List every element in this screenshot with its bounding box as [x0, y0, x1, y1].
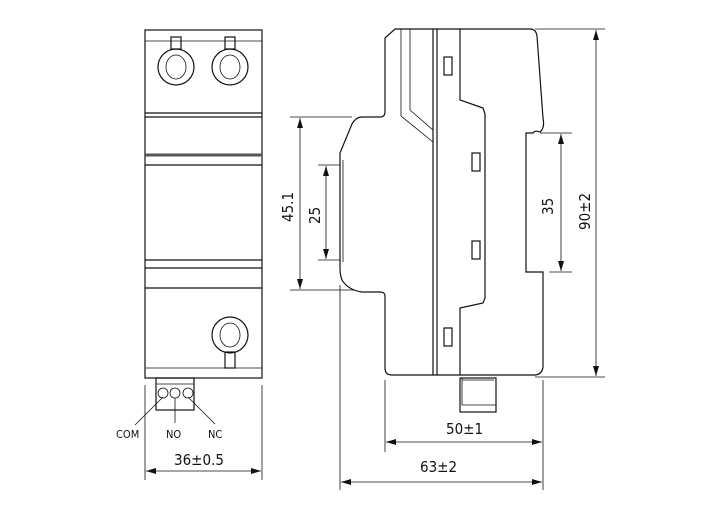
side-body-outline [339, 28, 545, 376]
side-view: 45.1 25 35 90±2 50±1 63±2 [279, 28, 605, 490]
screw-terminal-bottom [211, 316, 249, 369]
signal-connector [134, 377, 216, 426]
vent-slot [471, 240, 481, 260]
dim-clip-inner-label: 25 [306, 207, 324, 224]
dim-rail-label: 35 [539, 198, 557, 215]
screw-terminal-top-left [157, 36, 195, 86]
front-view: COM NO NC 36±0.5 [116, 29, 263, 480]
dim-height-label: 90±2 [576, 193, 594, 230]
vent-slot [443, 327, 453, 347]
dim-overall-depth-label: 63±2 [420, 458, 457, 476]
dim-clip-height-label: 45.1 [279, 192, 297, 222]
front-body [144, 29, 263, 379]
vent-slot [443, 56, 453, 76]
screw-terminal-top-right [211, 36, 249, 86]
label-com: COM [116, 428, 139, 441]
din-release-clip [459, 377, 497, 413]
vent-slot [471, 152, 481, 172]
dim-body-depth-label: 50±1 [446, 420, 483, 438]
dim-width-label: 36±0.5 [174, 451, 224, 469]
label-nc: NC [208, 428, 222, 441]
label-no: NO [166, 428, 181, 441]
